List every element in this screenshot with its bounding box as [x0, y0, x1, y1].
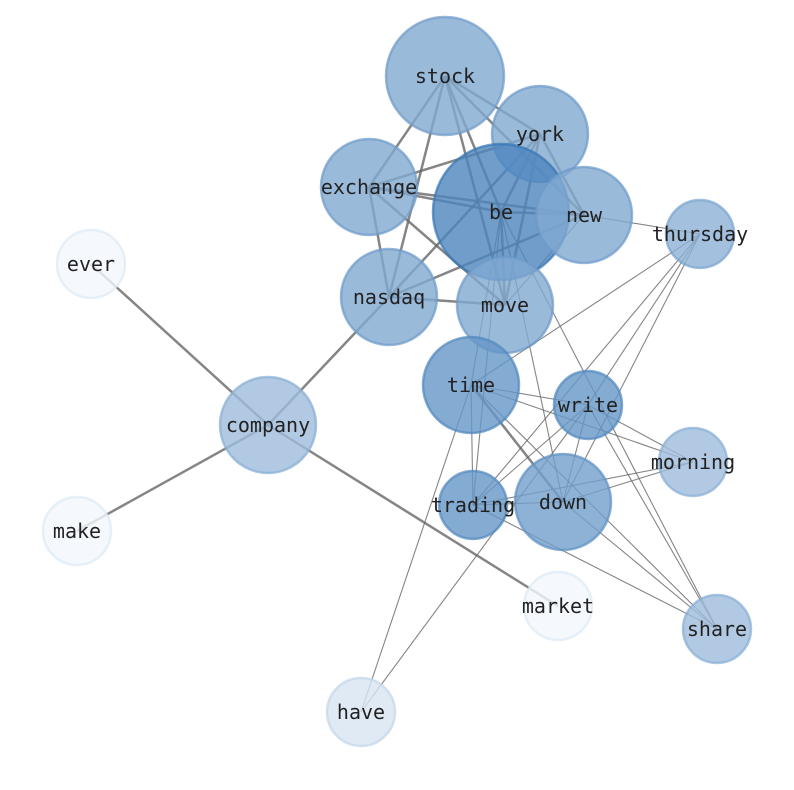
- node-company: [218, 375, 318, 475]
- node-market: [522, 570, 594, 642]
- node-morning: [657, 426, 729, 498]
- node-label-write: write: [558, 393, 618, 417]
- edge-thursday-trading: [472, 233, 701, 506]
- node-label-make: make: [53, 519, 101, 543]
- node-new: [534, 165, 634, 265]
- node-make: [41, 495, 113, 567]
- node-label-down: down: [539, 490, 587, 514]
- node-label-have: have: [337, 700, 385, 724]
- edge-company-market: [267, 423, 559, 608]
- node-label-move: move: [481, 293, 529, 317]
- labels-layer: stock york exchange be new thursday nasdaq move…: [53, 64, 748, 724]
- node-label-exchange: exchange: [321, 175, 417, 199]
- nodes-layer: [41, 15, 753, 748]
- node-label-new: new: [566, 203, 603, 227]
- node-label-trading: trading: [431, 493, 515, 517]
- edge-trading-share: [472, 504, 718, 630]
- node-label-nasdaq: nasdaq: [353, 285, 425, 309]
- node-stock: [384, 15, 506, 137]
- node-label-ever: ever: [67, 252, 115, 276]
- node-ever: [55, 228, 127, 300]
- node-thursday: [664, 198, 736, 270]
- node-write: [552, 369, 624, 441]
- node-label-company: company: [226, 413, 310, 437]
- edge-time-have: [360, 384, 472, 713]
- node-label-market: market: [522, 594, 594, 618]
- node-trading: [437, 469, 509, 541]
- edge-thursday-down: [562, 233, 701, 503]
- edge-write-have: [360, 404, 589, 713]
- edge-write-share: [587, 404, 718, 630]
- node-share: [681, 593, 753, 665]
- node-label-time: time: [447, 373, 495, 397]
- node-label-thursday: thursday: [652, 222, 748, 246]
- node-time: [421, 335, 521, 435]
- node-label-share: share: [687, 617, 747, 641]
- node-label-morning: morning: [651, 450, 735, 474]
- node-label-be: be: [489, 200, 513, 224]
- node-label-stock: stock: [415, 64, 475, 88]
- node-down: [513, 452, 613, 552]
- node-label-york: york: [516, 122, 564, 146]
- node-have: [325, 676, 397, 748]
- node-nasdaq: [339, 247, 439, 347]
- node-exchange: [319, 137, 419, 237]
